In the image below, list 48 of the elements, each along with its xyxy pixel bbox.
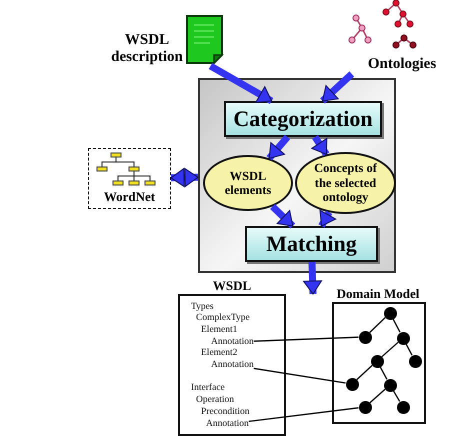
tree-node-dot: [370, 354, 384, 368]
code-line: Annotation: [211, 360, 254, 370]
tree-node-dot: [408, 354, 422, 368]
code-line: Precondition: [201, 407, 250, 417]
caption-text: Ontologies: [366, 56, 438, 72]
arrow: [270, 204, 296, 229]
arrow: [266, 134, 290, 161]
code-line: Types: [191, 302, 214, 312]
caption-text: WordNet: [102, 189, 156, 205]
tree-node-dot: [384, 306, 396, 320]
tree-branch-line: [369, 317, 386, 333]
code-line: Interface: [191, 383, 225, 393]
tree-node-dot: [396, 400, 410, 414]
tree-branch-line: [392, 318, 401, 332]
code-line: Element1: [201, 325, 238, 335]
arrow: [320, 71, 354, 104]
arrow: [303, 262, 322, 294]
tree-branch-line: [380, 366, 388, 380]
caption-text: WSDL description: [110, 32, 184, 65]
panel-heading: WSDL: [212, 278, 252, 294]
leader-line: [248, 407, 359, 422]
code-line: Annotation: [206, 419, 249, 429]
tree-node-dot: [358, 400, 372, 414]
tree-node-dot: [358, 330, 372, 344]
concept-ellipse: Concepts of the selected ontology: [295, 152, 396, 214]
tree-branch-line: [369, 388, 386, 404]
concept-ellipse: WSDL elements: [203, 155, 293, 211]
tree-branch-line: [405, 344, 413, 356]
tree-branch-line: [381, 342, 399, 358]
tree-node-dot: [396, 332, 410, 344]
tree-node-dot: [384, 378, 396, 392]
arrow: [318, 210, 336, 228]
process-box: Matching: [245, 226, 378, 262]
tree-node-dot: [346, 378, 358, 390]
panel-heading: Domain Model: [336, 286, 420, 302]
leader-line: [254, 336, 359, 342]
process-box: Categorization: [224, 101, 382, 137]
tree-branch-line: [392, 390, 400, 402]
process-panel: [198, 78, 396, 273]
double-arrow: [170, 168, 198, 188]
arrow: [311, 135, 330, 156]
code-line: ComplexType: [196, 313, 250, 323]
code-line: Annotation: [211, 337, 254, 347]
code-line: Element2: [201, 348, 238, 358]
dashed-box: [88, 148, 171, 209]
leader-line: [254, 368, 346, 384]
code-line: Operation: [196, 395, 234, 405]
tree-branch-line: [356, 364, 373, 380]
